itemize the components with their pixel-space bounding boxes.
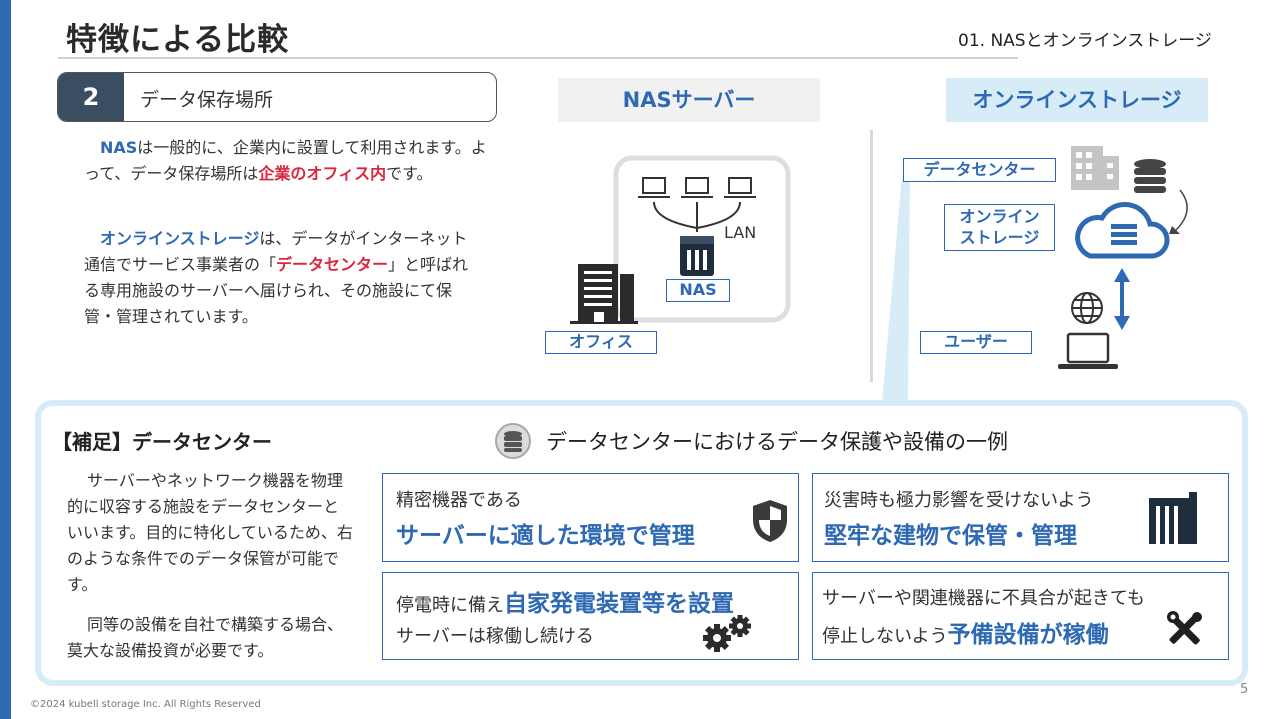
datacenter-highlight: データセンター: [276, 255, 389, 274]
online-storage-term: オンラインストレージ: [100, 229, 260, 248]
section-title: データ保存場所: [140, 89, 274, 111]
section-label: 01. NASとオンラインストレージ: [958, 31, 1212, 51]
database-icon: [1134, 159, 1166, 193]
office-highlight: 企業のオフィス内: [258, 164, 387, 183]
laptop-icon: [638, 177, 756, 198]
office-building-icon: [570, 264, 638, 324]
paragraph-online-storage: オンラインストレージは、データがインターネット通信でサービス事業者の「データセン…: [84, 229, 469, 326]
tools-icon: [1167, 611, 1202, 645]
feature-card-environment: [382, 473, 799, 562]
left-accent-bar: [0, 0, 11, 719]
building-icon: [1149, 492, 1197, 544]
lan-lines: [653, 201, 741, 232]
updown-arrow-icon: [1114, 268, 1130, 330]
copyright-footer: ©2024 kubell storage Inc. All Rights Res…: [30, 699, 261, 710]
lan-label: LAN: [724, 223, 757, 242]
nas-server-header: NASサーバー: [558, 78, 820, 122]
column-divider: [870, 130, 873, 382]
cloud-server-icon: [1075, 201, 1170, 259]
nas-device-icon: [680, 236, 714, 276]
shield-icon: [753, 500, 787, 542]
database-circle-icon: [495, 423, 531, 459]
section-number: 2: [58, 73, 124, 121]
user-tag: ユーザー: [920, 331, 1032, 354]
supplement-heading: データセンターにおけるデータ保護や設備の一例: [546, 430, 1008, 454]
page-title: 特徴による比較: [66, 22, 290, 58]
feature-card-redundancy: [812, 572, 1229, 660]
supplement-text-2: 同等の設備を自社で構築する場合、莫大な設備投資が必要です。: [67, 615, 344, 660]
feature-card-power: [382, 572, 799, 660]
supplement-title: 【補足】データセンター: [52, 430, 272, 454]
nas-tag: NAS: [666, 279, 730, 302]
user-laptop-icon: [1058, 332, 1118, 369]
gears-icon: [703, 615, 751, 652]
datacenter-tag: データセンター: [903, 158, 1056, 182]
online-storage-header: オンラインストレージ: [946, 78, 1208, 122]
nas-network-diagram: [570, 155, 791, 324]
online-storage-diagram: [882, 146, 1188, 402]
callout-pointer: [882, 176, 910, 402]
paragraph-nas: NASは一般的に、企業内に設置して利用されます。よって、データ保存場所は企業のオ…: [84, 138, 487, 183]
section-heading-box: 2 データ保存場所: [57, 72, 497, 122]
globe-icon: [1071, 292, 1103, 324]
office-tag: オフィス: [545, 331, 657, 354]
page-number: 5: [1240, 682, 1249, 697]
title-rule: [58, 57, 1018, 59]
supplement-text-1: サーバーやネットワーク機器を物理的に収容する施設をデータセンターといいます。目的…: [67, 471, 353, 594]
nas-term: NAS: [100, 138, 138, 157]
online-storage-tag: オンライン ストレージ: [944, 204, 1055, 251]
